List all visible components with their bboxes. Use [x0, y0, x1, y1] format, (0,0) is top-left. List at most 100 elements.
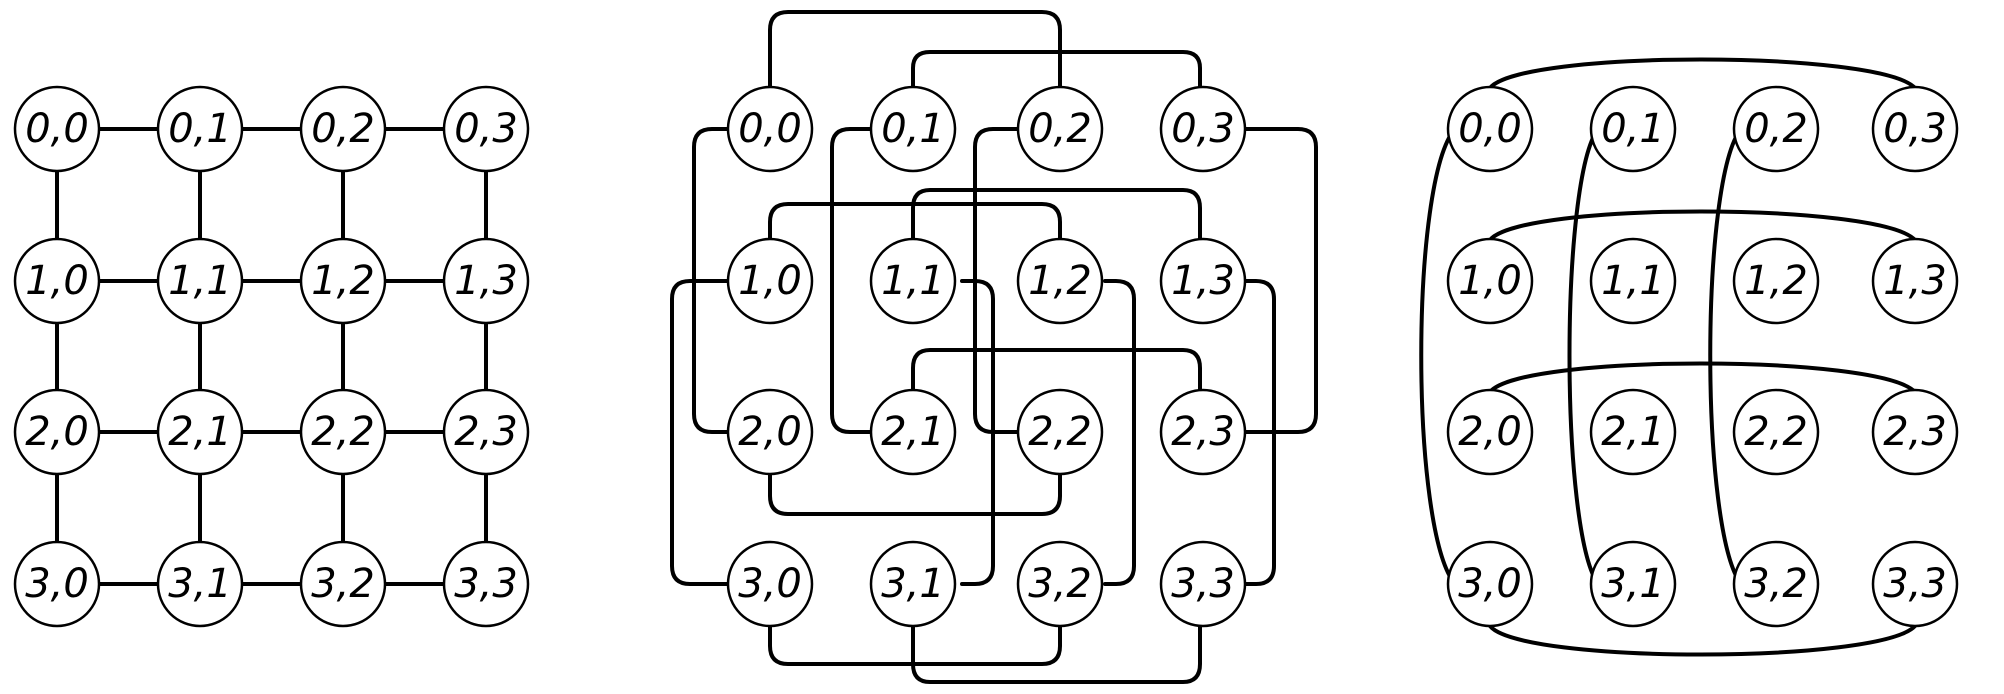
- node-torus-3-1: 3,1: [1589, 540, 1677, 628]
- node-label: 0,0: [738, 106, 802, 152]
- node-label: 2,1: [1601, 409, 1665, 455]
- node-circle: [1446, 540, 1534, 628]
- node-grid-1-0: 1,0: [13, 237, 101, 325]
- node-circle: [1589, 540, 1677, 628]
- node-label: 2,3: [1883, 409, 1947, 455]
- node-grid-3-3: 3,3: [442, 540, 530, 628]
- node-circle: [299, 540, 387, 628]
- node-circle: [1159, 540, 1247, 628]
- node-grid-1-2: 1,2: [299, 237, 387, 325]
- node-circle: [1159, 388, 1247, 476]
- node-label: 3,0: [25, 561, 89, 607]
- node-knotted-1-1: 1,1: [869, 237, 957, 325]
- node-circle: [299, 85, 387, 173]
- node-knotted-1-0: 1,0: [726, 237, 814, 325]
- node-torus-2-3: 2,3: [1871, 388, 1959, 476]
- node-label: 2,0: [1458, 409, 1522, 455]
- node-label: 2,2: [1744, 409, 1808, 455]
- node-knotted-3-2: 3,2: [1016, 540, 1104, 628]
- node-circle: [726, 85, 814, 173]
- node-circle: [1589, 237, 1677, 325]
- node-knotted-2-3: 2,3: [1159, 388, 1247, 476]
- node-label: 1,2: [311, 258, 375, 304]
- node-torus-1-3: 1,3: [1871, 237, 1959, 325]
- node-knotted-2-0: 2,0: [726, 388, 814, 476]
- node-label: 0,0: [1458, 106, 1522, 152]
- node-label: 1,2: [1744, 258, 1808, 304]
- node-torus-1-2: 1,2: [1732, 237, 1820, 325]
- node-label: 2,0: [25, 409, 89, 455]
- node-label: 2,2: [1028, 409, 1092, 455]
- node-grid-1-3: 1,3: [442, 237, 530, 325]
- node-circle: [1732, 85, 1820, 173]
- node-label: 0,3: [454, 106, 518, 152]
- panel-knotted: 0,0 0,1 0,2 0,3 1,0 1,1 1,2 1,3 2,0 2,1 2,2 2,3 3,0 3…: [670, 10, 1318, 684]
- node-torus-1-0: 1,0: [1446, 237, 1534, 325]
- node-circle: [13, 237, 101, 325]
- node-label: 0,1: [1601, 106, 1665, 152]
- node-label: 2,2: [311, 409, 375, 455]
- node-torus-3-2: 3,2: [1732, 540, 1820, 628]
- node-torus-3-3: 3,3: [1871, 540, 1959, 628]
- node-label: 1,1: [168, 258, 232, 304]
- node-label: 3,0: [1458, 561, 1522, 607]
- node-knotted-1-3: 1,3: [1159, 237, 1247, 325]
- node-circle: [1159, 237, 1247, 325]
- node-label: 1,2: [1028, 258, 1092, 304]
- node-grid-0-1: 0,1: [156, 85, 244, 173]
- node-grid-2-0: 2,0: [13, 388, 101, 476]
- node-torus-2-2: 2,2: [1732, 388, 1820, 476]
- node-torus-0-1: 0,1: [1589, 85, 1677, 173]
- node-label: 0,3: [1883, 106, 1947, 152]
- node-circle: [156, 540, 244, 628]
- node-label: 2,0: [738, 409, 802, 455]
- node-label: 3,0: [738, 561, 802, 607]
- node-torus-3-0: 3,0: [1446, 540, 1534, 628]
- node-label: 0,2: [1028, 106, 1092, 152]
- node-circle: [1446, 237, 1534, 325]
- node-knotted-0-1: 0,1: [869, 85, 957, 173]
- node-label: 1,1: [881, 258, 945, 304]
- node-torus-2-1: 2,1: [1589, 388, 1677, 476]
- node-circle: [1016, 540, 1104, 628]
- node-label: 0,2: [311, 106, 375, 152]
- panel-torus-edges: [1419, 57, 1917, 657]
- node-knotted-0-0: 0,0: [726, 85, 814, 173]
- node-circle: [442, 540, 530, 628]
- node-circle: [726, 237, 814, 325]
- node-circle: [1871, 388, 1959, 476]
- node-torus-0-3: 0,3: [1871, 85, 1959, 173]
- node-label: 3,3: [1883, 561, 1947, 607]
- node-label: 3,2: [311, 561, 375, 607]
- node-knotted-3-0: 3,0: [726, 540, 814, 628]
- node-label: 3,1: [1601, 561, 1665, 607]
- node-knotted-1-2: 1,2: [1016, 237, 1104, 325]
- node-label: 1,3: [1883, 258, 1947, 304]
- node-circle: [1016, 237, 1104, 325]
- node-circle: [869, 540, 957, 628]
- node-circle: [1732, 237, 1820, 325]
- panel-grid-edges: [55, 127, 488, 586]
- node-knotted-3-1: 3,1: [869, 540, 957, 628]
- node-circle: [156, 388, 244, 476]
- node-grid-3-0: 3,0: [13, 540, 101, 628]
- node-circle: [869, 85, 957, 173]
- node-label: 3,3: [1171, 561, 1235, 607]
- node-label: 0,2: [1744, 106, 1808, 152]
- node-circle: [442, 85, 530, 173]
- node-circle: [1446, 85, 1534, 173]
- node-grid-3-2: 3,2: [299, 540, 387, 628]
- node-grid-2-2: 2,2: [299, 388, 387, 476]
- node-label: 2,1: [881, 409, 945, 455]
- node-circle: [1871, 540, 1959, 628]
- node-grid-2-3: 2,3: [442, 388, 530, 476]
- node-label: 0,0: [25, 106, 89, 152]
- node-label: 0,1: [168, 106, 232, 152]
- node-knotted-0-3: 0,3: [1159, 85, 1247, 173]
- node-grid-1-1: 1,1: [156, 237, 244, 325]
- node-grid-0-3: 0,3: [442, 85, 530, 173]
- node-circle: [156, 237, 244, 325]
- node-circle: [1446, 388, 1534, 476]
